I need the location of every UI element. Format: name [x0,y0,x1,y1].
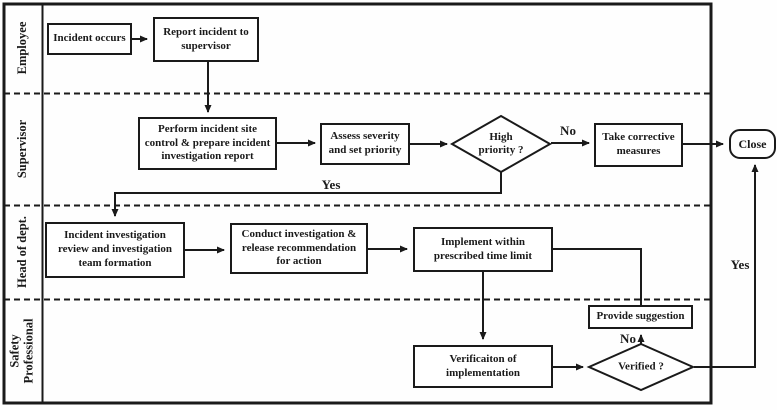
edge-label-verified-no: No [620,331,636,346]
connector-suggestion-to-implement [553,248,642,305]
lane-label-supervisor: Supervisor [14,119,29,179]
node-perform-site-control: Perform incident site control & prepare … [138,117,277,170]
node-take-corrective-measures: Take corrective measures [594,123,683,167]
node-incident-occurs: Incident occurs [47,23,132,55]
node-assess-severity: Assess severity and set priority [320,123,410,165]
swimlane-outer-border [2,2,713,405]
edge-label-verified-yes: Yes [730,257,750,272]
lane-label-head-of-dept: Head of dept. [14,216,29,288]
lane-label-employee: Employee [14,21,29,75]
node-close: Close [729,129,776,159]
node-verification-of-implementation: Verificaiton of implementation [413,345,553,388]
high-priority-decision-diamond [449,114,553,174]
node-provide-suggestion: Provide suggestion [588,305,693,329]
node-conduct-investigation: Conduct investigation & release recommen… [230,223,368,274]
connector-highpriority-yes-to-review [111,172,502,217]
decision-verified-label: Verified ? [618,360,664,373]
decision-high-priority-label: High priority ? [478,130,524,156]
edge-label-high-priority-yes: Yes [321,177,341,192]
node-report-incident: Report incident to supervisor [153,17,259,62]
verified-decision-diamond [586,342,696,392]
lane-label-safety-professional: Safety Professional [7,318,36,384]
node-incident-review: Incident investigation review and invest… [45,222,185,278]
edge-label-high-priority-no: No [560,123,576,138]
node-implement-time-limit: Implement within prescribed time limit [413,227,553,272]
connector-verified-yes-to-close [694,164,759,368]
